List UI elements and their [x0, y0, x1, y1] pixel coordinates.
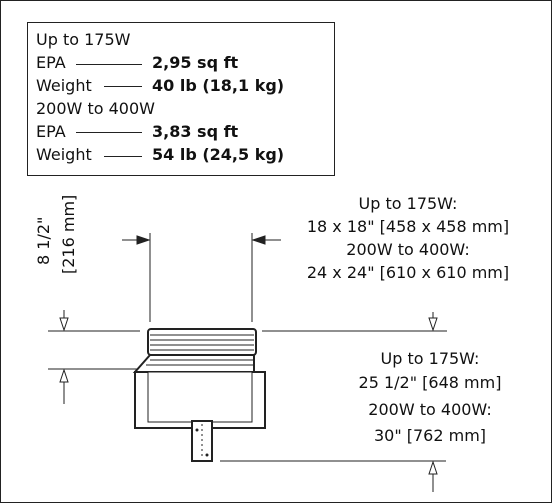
spec-group1-epa-value: 2,95 sq ft: [152, 53, 239, 72]
spec-group2-title: 200W to 400W: [36, 99, 155, 118]
arm-length-label-4: 30" [762 mm]: [373, 426, 487, 445]
lamp-shoulder: [132, 354, 255, 373]
arrowhead-icon: [59, 317, 69, 332]
spec-group1-title: Up to 175W: [36, 30, 131, 49]
bolt-icon: [195, 428, 199, 432]
arrowhead-icon: [428, 317, 438, 332]
spec-group2-weight-value: 54 lb (24,5 kg): [152, 145, 285, 164]
lamp-top-cap: [147, 328, 257, 356]
epa-leader-line: [76, 132, 142, 133]
arm-length-label-1: Up to 175W:: [380, 349, 480, 368]
arm-length-label-3: 200W to 400W:: [368, 400, 492, 419]
arm-length-label-2: 25 1/2" [648 mm]: [358, 373, 502, 392]
epa-leader-line: [76, 64, 142, 65]
head-size-label-3: 200W to 400W:: [346, 240, 470, 259]
weight-leader-line: [104, 86, 142, 87]
spec-box: [27, 22, 335, 176]
lamp-lens: [147, 371, 253, 423]
arrowhead-icon: [59, 368, 69, 383]
arrowhead-icon: [428, 460, 438, 475]
spec-group1-weight-value: 40 lb (18,1 kg): [152, 76, 285, 95]
weight-leader-line: [104, 156, 142, 157]
spec-group2-weight-label: Weight: [36, 145, 92, 164]
head-size-label-4: 24 x 24" [610 x 610 mm]: [306, 263, 510, 282]
spec-group1-epa-label: EPA: [36, 53, 66, 72]
arrowhead-icon: [136, 235, 151, 245]
head-size-label-1: Up to 175W:: [358, 194, 458, 213]
bolt-icon: [205, 453, 209, 457]
arrowhead-icon: [251, 235, 266, 245]
spec-group2-epa-value: 3,83 sq ft: [152, 122, 239, 141]
spec-group1-weight-label: Weight: [36, 76, 92, 95]
spec-group2-epa-label: EPA: [36, 122, 66, 141]
head-size-label-2: 18 x 18" [458 x 458 mm]: [306, 217, 510, 236]
